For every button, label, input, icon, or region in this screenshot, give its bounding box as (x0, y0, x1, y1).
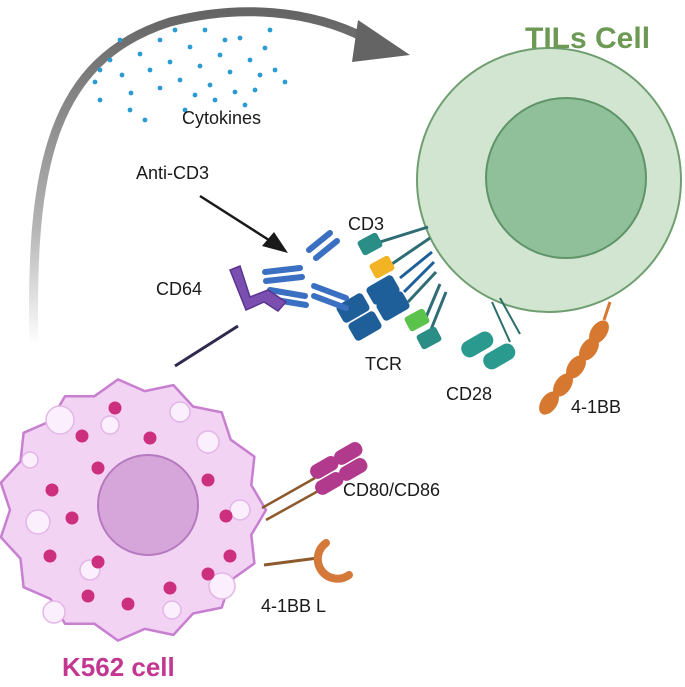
granule (163, 581, 177, 595)
cytokine-dot (157, 85, 163, 91)
cytokine-dot (157, 37, 163, 43)
cytokine-dot (137, 51, 143, 57)
cytokine-dot (267, 27, 273, 33)
cytokine-dot (197, 63, 203, 69)
granule (91, 461, 105, 475)
cytokine-dot (182, 107, 188, 113)
vesicle (42, 600, 66, 624)
tils-cell-title: TILs Cell (525, 22, 650, 55)
cytokine-dot (192, 92, 198, 98)
cd28-label: CD28 (446, 384, 492, 404)
granule (65, 511, 79, 525)
granule (201, 567, 215, 581)
cd64-receptor (174, 265, 288, 368)
granule (45, 483, 59, 497)
cytokine-dot (207, 82, 213, 88)
cytokine-dot (227, 69, 233, 75)
vesicle (162, 600, 182, 620)
cd80-cd86-ligand (261, 442, 368, 522)
vesicle (229, 499, 251, 521)
cytokine-dot (92, 79, 98, 85)
vesicle (21, 451, 39, 469)
cytokine-dot (212, 97, 218, 103)
cytokine-dot (217, 52, 223, 58)
k562-cell (0, 378, 268, 642)
til-receptor-stalks (379, 225, 612, 343)
cytokines-label: Cytokines (182, 108, 261, 128)
granule (201, 473, 215, 487)
cd3-green-subunit (404, 308, 430, 332)
anti-cd3-pointer-arrow (199, 194, 288, 253)
cd3-label: CD3 (348, 214, 384, 234)
cd3-teal-subunit (357, 232, 383, 256)
anti-cd3-label: Anti-CD3 (136, 163, 209, 183)
cytokine-dot (252, 87, 258, 93)
k562-vesicles (21, 401, 251, 624)
granule (223, 549, 237, 563)
granule (121, 597, 135, 611)
granule (108, 401, 122, 415)
cd80-cd86-label: CD80/CD86 (343, 480, 440, 500)
vesicle (25, 509, 51, 535)
four-1bb-l-label: 4-1BB L (261, 596, 326, 616)
cytokine-dot (167, 59, 173, 65)
tcr-receptor (336, 275, 410, 341)
vesicle (169, 401, 191, 423)
cytokine-dot (187, 44, 193, 50)
cytokine-dot (127, 107, 133, 113)
cytokine-dot (117, 37, 123, 43)
four-1bb-receptor (539, 320, 609, 415)
k562-cell-title: K562 cell (62, 652, 175, 682)
granule (219, 509, 233, 523)
cytokine-dot (97, 67, 103, 73)
granule (91, 555, 105, 569)
vesicle (45, 405, 75, 435)
cytokine-dot (237, 35, 243, 41)
cytokine-dot (97, 97, 103, 103)
cd64-label: CD64 (156, 279, 202, 299)
vesicle (100, 415, 120, 435)
cd3-complex (357, 232, 442, 350)
cytokine-dot (232, 89, 238, 95)
cytokine-dot (242, 102, 248, 108)
tcr-label: TCR (365, 354, 402, 374)
vesicle (196, 430, 220, 454)
cytokine-dot (257, 72, 263, 78)
signal-curved-arrow (29, 7, 410, 350)
cytokine-dot (172, 27, 178, 33)
cytokine-dot (147, 67, 153, 73)
cytokine-dot (119, 72, 125, 78)
granule (43, 549, 57, 563)
granule (81, 589, 95, 603)
cytokine-dot (142, 117, 148, 123)
cytokine-dot (177, 77, 183, 83)
cytokine-dot (282, 79, 288, 85)
cytokine-dot (262, 45, 268, 51)
k562-granules (43, 401, 237, 611)
cd3-yellow-subunit (369, 255, 395, 279)
cd28-receptor (461, 331, 516, 370)
granule (75, 429, 89, 443)
cytokine-dot (272, 67, 278, 73)
four-1bb-ligand (263, 539, 353, 583)
cytokine-dots (92, 27, 288, 123)
four-1bb-label: 4-1BB (571, 397, 621, 417)
cytokine-dot (202, 27, 208, 33)
cd64-shape (229, 265, 288, 312)
cytokine-dot (247, 57, 253, 63)
vesicle (208, 572, 236, 600)
cytokine-dot (128, 90, 134, 96)
cytokine-dot (222, 37, 228, 43)
til-cell (416, 47, 682, 313)
granule (143, 431, 157, 445)
k562-nucleus (97, 454, 199, 556)
cytokine-dot (107, 57, 113, 63)
til-nucleus (485, 97, 647, 259)
cd3-teal-subunit-2 (416, 326, 442, 350)
